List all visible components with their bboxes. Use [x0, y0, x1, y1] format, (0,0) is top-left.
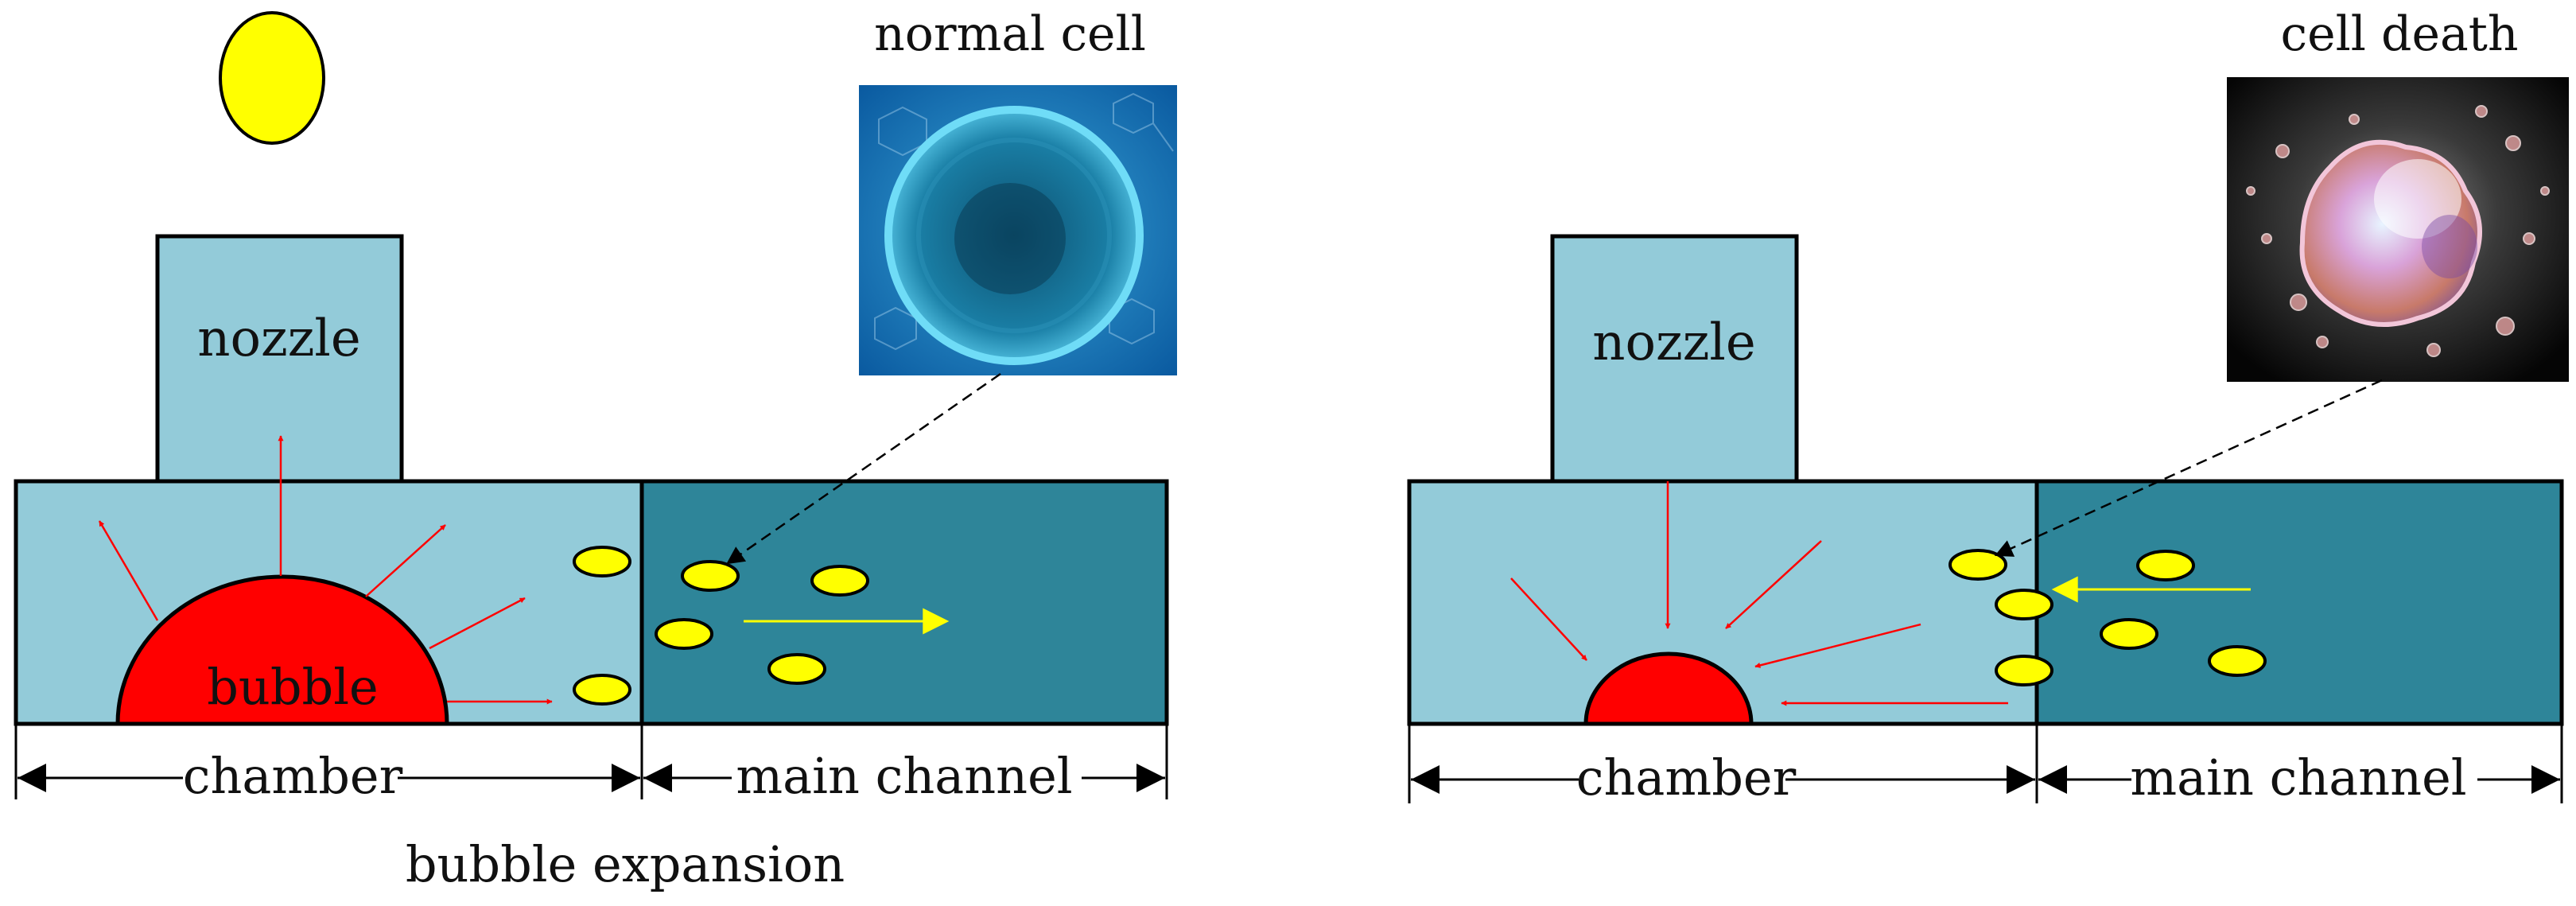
cell: [573, 674, 631, 706]
chamber-dimension: [1408, 725, 2563, 803]
bubble-label: bubble: [207, 658, 379, 716]
pointer-line: [726, 372, 1001, 565]
cell: [2208, 645, 2267, 677]
red-arrow: [1510, 577, 1587, 661]
red-arrow: [98, 520, 159, 621]
cell: [810, 565, 869, 597]
nozzle: [1550, 234, 1799, 484]
red-arrow: [365, 524, 446, 597]
cell: [767, 653, 826, 685]
red-arrow: [429, 597, 526, 650]
pointer-line: [1994, 379, 2383, 557]
chamber-dimension: [14, 725, 1168, 799]
cell: [2100, 618, 2158, 650]
inset-title: normal cell: [874, 6, 1146, 62]
cell: [681, 560, 740, 592]
channel-label: main channel: [2130, 749, 2466, 807]
cell: [1949, 549, 2007, 581]
red-arrow: [1754, 623, 1921, 668]
cell: [1995, 655, 2053, 686]
main-channel: [639, 479, 1169, 726]
right-panel: nozzle cell death: [1407, 6, 2569, 807]
collapse-arrows: [1510, 481, 2008, 706]
red-arrow: [1725, 540, 1822, 629]
nozzle-label: nozzle: [1592, 313, 1756, 372]
caption: bubble expansion: [406, 835, 845, 893]
nozzle-label: nozzle: [197, 309, 361, 368]
inset-normal-cell: normal cell: [859, 6, 1177, 375]
expansion-arrows: [98, 435, 553, 705]
channel-label: main channel: [736, 747, 1072, 805]
bubble: [1583, 651, 1754, 726]
left-panel: nozzle bubble normal cell: [14, 6, 1177, 893]
ejected-droplet: [219, 11, 325, 145]
chamber-label: chamber: [183, 747, 403, 805]
cell: [655, 618, 713, 650]
inset-title: cell death: [2280, 6, 2518, 62]
chamber-label: chamber: [1576, 749, 1797, 807]
main-channel: [2034, 479, 2564, 726]
cell: [2136, 550, 2195, 581]
bubble: [115, 574, 449, 726]
cell: [573, 546, 631, 577]
cell: [1995, 589, 2053, 620]
cells: [1949, 549, 2267, 686]
cells: [573, 546, 869, 706]
inset-cell-death: cell death: [2227, 6, 2569, 382]
